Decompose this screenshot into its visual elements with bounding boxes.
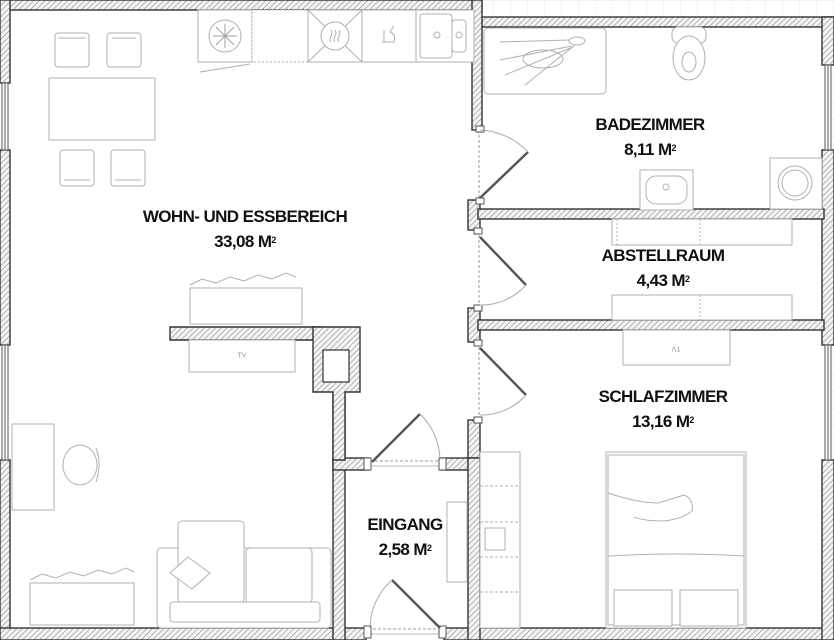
double-bed xyxy=(605,451,747,629)
kettle-icon xyxy=(382,25,395,43)
room-label-wohn: WOHN- UND ESSBEREICH 33,08 M2 xyxy=(142,206,348,256)
room-label-abstell: ABSTELLRAUM 4,43 M2 xyxy=(602,245,725,295)
dining-chair xyxy=(110,149,146,187)
room-label-schlaf: SCHLAFZIMMER 13,16 M2 xyxy=(599,386,728,436)
tv-stand xyxy=(188,339,296,373)
room-area: 13,16 M2 xyxy=(632,412,694,431)
dining-chair xyxy=(54,32,90,68)
desk-chair xyxy=(62,444,100,486)
tv-label-living: TV xyxy=(237,352,247,360)
toilet-icon xyxy=(671,26,707,81)
washbasin-icon xyxy=(639,169,694,211)
doors xyxy=(363,125,529,639)
storage-shelf xyxy=(611,218,793,321)
coat-rack xyxy=(446,501,468,583)
room-name: EINGANG xyxy=(367,515,443,534)
room-label-bad: BADEZIMMER 8,11 M2 xyxy=(595,114,705,164)
wardrobe xyxy=(479,451,521,629)
cushion-icon xyxy=(169,556,211,590)
tv-label-bedroom: TV xyxy=(671,344,681,352)
room-name: WOHN- UND ESSBEREICH xyxy=(142,207,348,226)
room-area: 2,58 M2 xyxy=(378,540,432,559)
dining-chair xyxy=(59,149,95,187)
desk xyxy=(11,423,55,511)
room-area: 8,11 M2 xyxy=(624,140,677,159)
sofa xyxy=(156,520,332,629)
windows xyxy=(1,64,832,461)
room-area: 33,08 M2 xyxy=(214,232,276,251)
room-area: 4,43 M2 xyxy=(636,271,690,290)
washing-machine-icon xyxy=(769,157,823,210)
room-label-eingang: EINGANG 2,58 M2 xyxy=(367,514,443,564)
sideboard xyxy=(189,272,303,325)
dining-table xyxy=(48,77,156,141)
shower xyxy=(483,27,607,95)
grid-background xyxy=(480,0,834,18)
low-sideboard xyxy=(29,567,135,626)
tv-stand-bedroom xyxy=(622,329,731,366)
kitchen-counter xyxy=(197,9,475,73)
room-name: ABSTELLRAUM xyxy=(601,246,725,265)
dining-chair xyxy=(106,32,142,68)
room-name: BADEZIMMER xyxy=(595,115,705,134)
room-name: SCHLAFZIMMER xyxy=(598,387,728,406)
